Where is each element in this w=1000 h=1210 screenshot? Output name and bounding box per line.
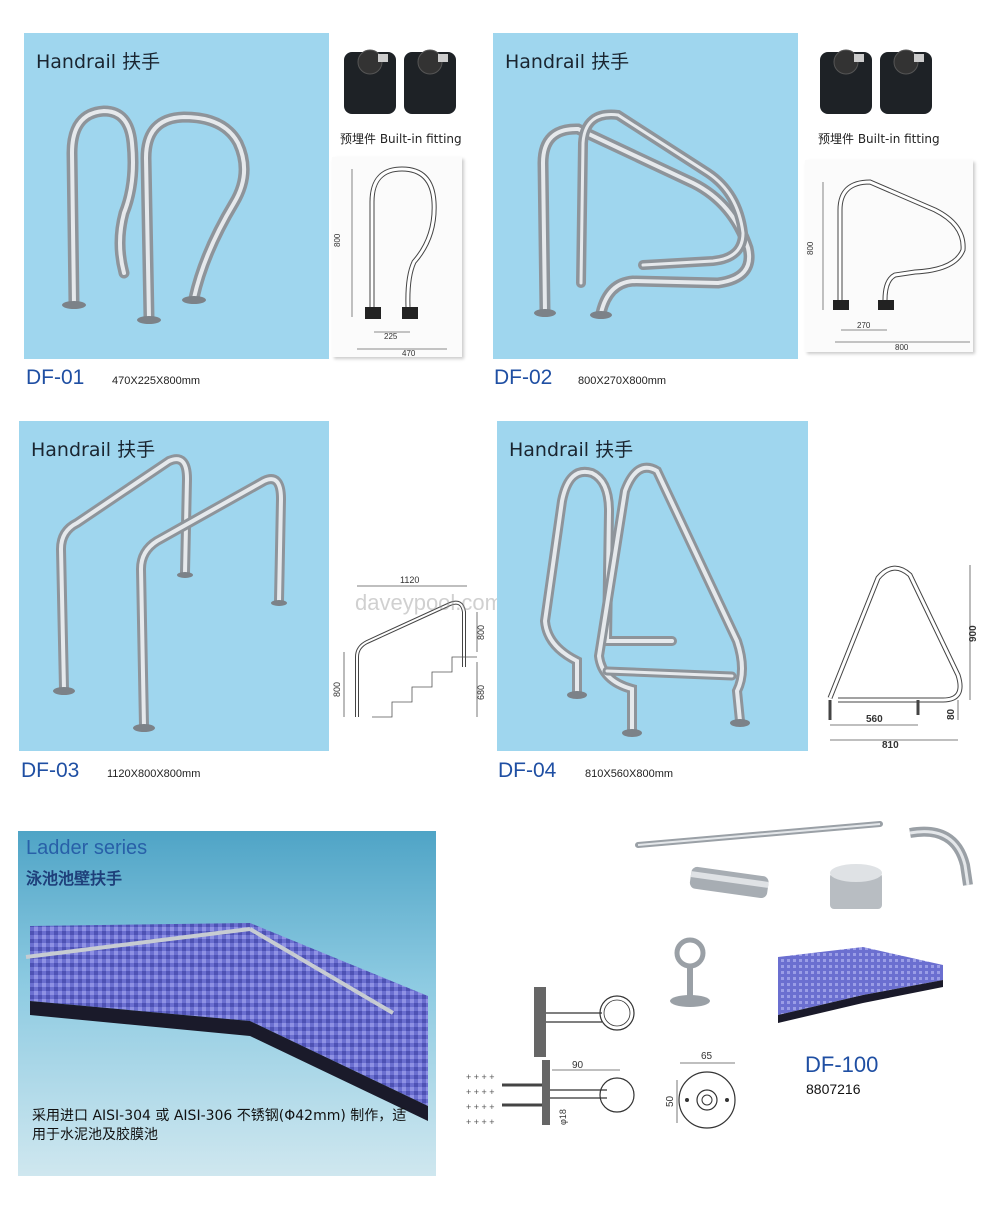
product-code: DF-01 <box>26 366 85 389</box>
drawing-df03: 1120 800 800 680 <box>332 572 492 727</box>
df100-pool-image <box>778 947 943 1023</box>
dim-h3: 680 <box>476 685 486 700</box>
dim-outer: 800 <box>895 343 909 352</box>
ladder-subtitle: 泳池池壁扶手 <box>26 869 123 888</box>
product-dimensions: 800X270X800mm <box>578 375 667 387</box>
product-dimensions: 810X560X800mm <box>585 768 674 780</box>
product-title: Handrail 扶手 <box>31 439 156 461</box>
dim-inner: 225 <box>384 332 398 341</box>
watermark: daveypool.com <box>355 590 503 615</box>
product-number: 8807216 <box>806 1081 861 1097</box>
dim-outer: 470 <box>402 349 416 358</box>
fitting-label: 预埋件 Built-in fitting <box>340 132 462 146</box>
fitting-label: 预埋件 Built-in fitting <box>818 132 940 146</box>
dim-inner: 560 <box>866 714 883 725</box>
dim-outer: 810 <box>882 740 899 751</box>
svg-text:+ + + +: + + + + <box>466 1087 495 1097</box>
dim-90: 90 <box>572 1060 584 1071</box>
svg-text:+ + + +: + + + + <box>466 1117 495 1127</box>
product-code: DF-100 <box>805 1052 879 1077</box>
svg-text:+ + + +: + + + + <box>466 1072 495 1082</box>
product-title: Handrail 扶手 <box>505 51 630 73</box>
product-code: DF-02 <box>494 366 553 389</box>
handrail-df04-image <box>539 462 750 737</box>
product-title: Handrail 扶手 <box>509 439 634 461</box>
product-dimensions: 1120X800X800mm <box>107 768 201 780</box>
flange-drawing: 65 50 <box>665 1051 736 1129</box>
dim-height: 900 <box>968 625 979 642</box>
product-code: DF-03 <box>21 759 80 782</box>
svg-text:+ + + +: + + + + <box>466 1102 495 1112</box>
dim-height: 800 <box>333 233 342 247</box>
dim-base: 80 <box>946 708 957 720</box>
df100-mount-drawing: 90 φ18 + + + + + + + + + + + + + + + + <box>466 987 635 1127</box>
product-panel-df03: Handrail 扶手 <box>19 421 329 751</box>
dim-65: 65 <box>701 1051 713 1062</box>
drawing-df02: 800 270 800 <box>805 160 973 352</box>
handrail-df01-image <box>62 105 250 324</box>
product-panel-df01: Handrail 扶手 <box>24 33 329 359</box>
product-panel-df04: Handrail 扶手 <box>497 421 808 751</box>
dim-phi18: φ18 <box>558 1109 568 1125</box>
df100-parts-image <box>635 821 973 909</box>
dim-h2: 800 <box>332 682 342 697</box>
dim-50: 50 <box>665 1095 676 1107</box>
drawing-df04: 900 560 810 80 <box>818 560 988 751</box>
product-code: DF-04 <box>498 759 557 782</box>
pool-wall-image <box>25 923 428 1121</box>
handrail-df03-image <box>53 454 287 732</box>
ladder-series-panel: Ladder series 泳池池壁扶手 采用进口 AISI-304 或 AIS… <box>18 831 436 1176</box>
built-in-fitting-image <box>820 49 932 114</box>
dim-height: 800 <box>806 241 815 255</box>
product-panel-df02: Handrail 扶手 <box>493 33 798 359</box>
product-title: Handrail 扶手 <box>36 51 161 73</box>
ladder-title: Ladder series <box>26 837 148 859</box>
ladder-description: 采用进口 AISI-304 或 AISI-306 不锈钢(Φ42mm) 制作，适… <box>32 1108 407 1143</box>
dim-top: 1120 <box>400 575 419 585</box>
built-in-fitting-image <box>344 49 456 114</box>
drawing-df01: 800 225 470 <box>332 157 462 358</box>
dim-h1: 800 <box>476 625 486 640</box>
product-dimensions: 470X225X800mm <box>112 375 201 387</box>
handrail-df02-image <box>534 109 755 319</box>
bracket-image <box>670 937 710 1007</box>
dim-inner: 270 <box>857 321 871 330</box>
